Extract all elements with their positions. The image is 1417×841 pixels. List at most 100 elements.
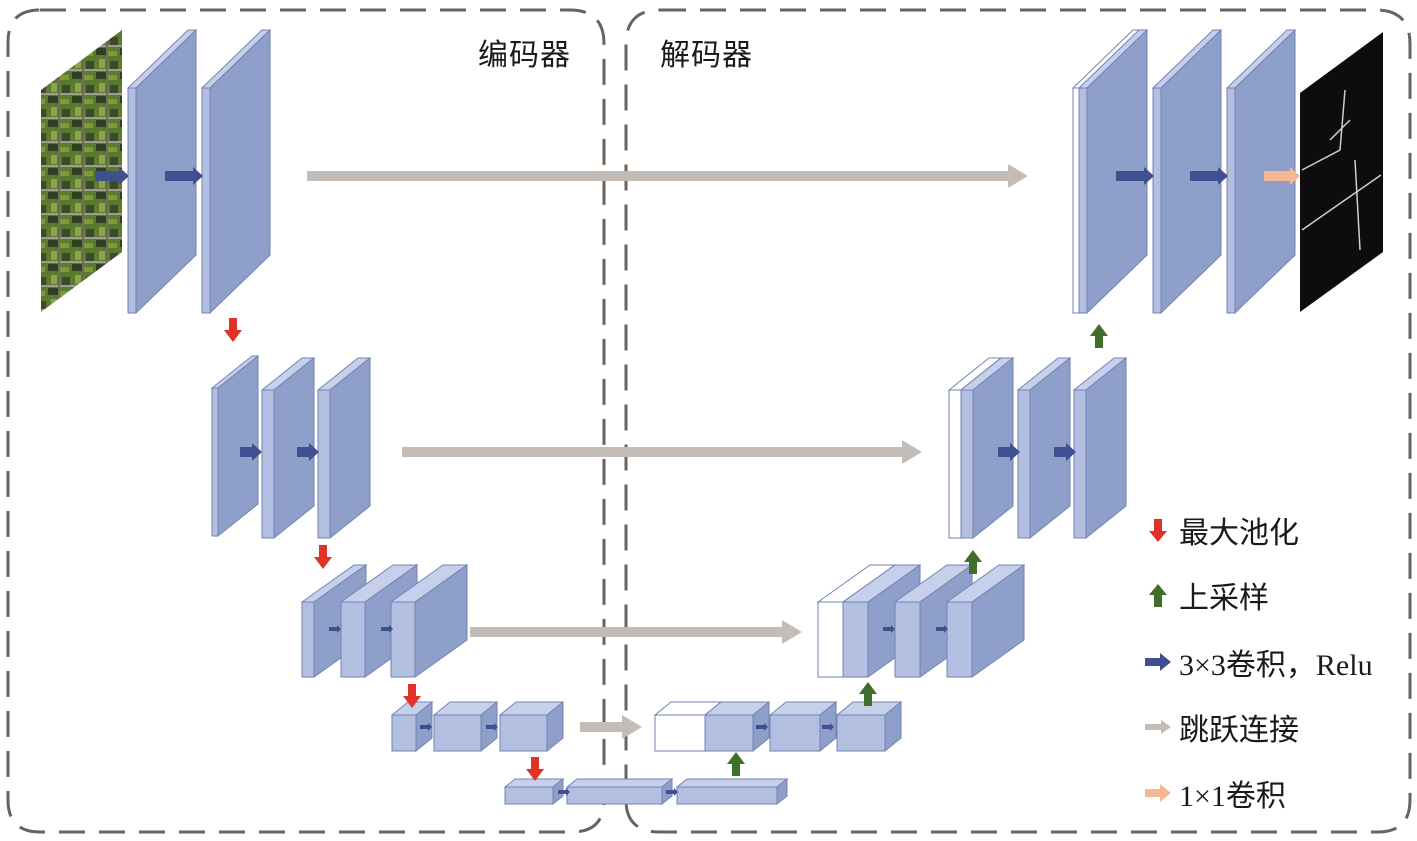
layer-front-face — [391, 714, 417, 752]
layer-side-face — [273, 356, 315, 540]
decoder-frame — [624, 8, 1412, 834]
conv-arrow-icon — [240, 443, 262, 461]
conv-arrow-icon — [936, 625, 948, 633]
encoder-title: 编码器 — [478, 38, 571, 73]
layer-top-face — [565, 778, 674, 788]
encoder-layer — [210, 354, 260, 538]
bottleneck-layer — [503, 777, 565, 806]
layer-front-face — [836, 714, 886, 752]
layer-side-face — [1029, 356, 1071, 540]
decoder-concat-layer — [653, 700, 723, 753]
skip-connection-arrow — [470, 620, 802, 644]
layer-front-face — [894, 601, 921, 678]
layer-front-face — [211, 387, 219, 537]
gray-right-arrow-icon — [1145, 712, 1171, 742]
encoder-layer — [200, 28, 272, 315]
layer-front-face — [340, 601, 366, 678]
layer-front-face — [769, 714, 821, 752]
output-road-lines — [1301, 89, 1382, 251]
layer-side-face — [884, 700, 902, 753]
layer-front-face — [201, 87, 211, 314]
conv-arrow-icon — [883, 625, 895, 633]
layer-front-face — [301, 601, 315, 678]
bottleneck-layer — [675, 777, 789, 806]
conv-arrow-icon — [381, 625, 393, 633]
layer-front-face — [960, 389, 974, 539]
layer-front-face — [842, 601, 869, 678]
layer-front-face — [499, 714, 548, 752]
layer-front-face — [1152, 87, 1162, 314]
upsample-arrow-icon — [727, 752, 745, 776]
encoder-layer — [316, 356, 372, 540]
decoder-layer — [945, 564, 1026, 678]
conv-arrow-icon — [1116, 167, 1154, 185]
encoder-layer — [260, 356, 316, 540]
layer-side-face — [209, 28, 271, 315]
layer-side-face — [971, 564, 1025, 678]
max-pool-arrow-icon — [314, 545, 332, 569]
red-down-arrow-icon — [1145, 515, 1171, 545]
input-image — [41, 30, 122, 312]
layer-front-face — [1017, 389, 1031, 539]
encoder-layer — [389, 564, 469, 678]
conv-arrow-icon — [297, 443, 319, 461]
layer-front-face — [704, 714, 754, 752]
decoder-layer — [1072, 356, 1128, 540]
legend-item-conv3x3: 3×3卷积，Relu — [1145, 642, 1373, 682]
blue-right-arrow-icon — [1145, 647, 1171, 677]
layer-side-face — [329, 356, 371, 540]
skip-connection-arrow — [580, 715, 642, 739]
layer-front-face — [390, 601, 416, 678]
layer-side-face — [1085, 356, 1127, 540]
layer-front-face — [504, 786, 554, 805]
layer-front-face — [1078, 87, 1088, 314]
layer-side-face — [776, 777, 788, 806]
legend-item-upsample: 上采样 — [1145, 575, 1269, 615]
conv-arrow-icon — [486, 723, 498, 731]
skip-connection-arrow — [307, 164, 1028, 188]
conv-arrow-icon — [420, 723, 432, 731]
conv-arrow-icon — [666, 788, 678, 796]
layer-side-face — [217, 354, 259, 538]
conv-arrow-icon — [165, 167, 203, 185]
layer-front-face — [433, 714, 482, 752]
legend-item-conv1x1: 1×1卷积 — [1145, 773, 1286, 813]
output-image — [1300, 32, 1383, 312]
conv-arrow-icon — [1190, 167, 1228, 185]
max-pool-arrow-icon — [403, 684, 421, 708]
layer-front-face — [654, 714, 706, 752]
layer-side-face — [414, 564, 468, 678]
layer-front-face — [946, 601, 973, 678]
conv-arrow-icon — [329, 625, 341, 633]
upsample-arrow-icon — [859, 682, 877, 706]
max-pool-arrow-icon — [224, 318, 242, 342]
legend-item-skip-connection: 跳跃连接 — [1145, 707, 1299, 747]
layer-front-face — [1073, 389, 1087, 539]
legend-label: 上采样 — [1179, 582, 1269, 615]
bottleneck-layer — [565, 777, 674, 806]
green-up-arrow-icon — [1145, 580, 1171, 610]
orange-right-arrow-icon — [1145, 778, 1171, 808]
conv-arrow-icon — [558, 788, 570, 796]
max-pool-arrow-icon — [526, 757, 544, 781]
conv1x1-arrow-icon — [1264, 167, 1300, 185]
conv-arrow-icon — [756, 723, 768, 731]
conv-arrow-icon — [998, 443, 1020, 461]
encoder-layer — [432, 700, 499, 753]
upsample-arrow-icon — [964, 550, 982, 574]
legend-label: 跳跃连接 — [1179, 714, 1299, 747]
decoder-layer — [835, 700, 903, 753]
upsample-arrow-icon — [1090, 324, 1108, 348]
layer-front-face — [1226, 87, 1236, 314]
layer-front-face — [261, 389, 275, 539]
layer-front-face — [317, 389, 331, 539]
conv-arrow-icon — [1054, 443, 1076, 461]
encoder-frame — [6, 8, 606, 834]
layer-front-face — [566, 786, 663, 805]
skip-connection-arrow — [402, 440, 922, 464]
decoder-layer — [1016, 356, 1072, 540]
legend-label: 1×1卷积 — [1179, 780, 1286, 813]
encoder-layer — [498, 700, 565, 753]
legend-item-max-pooling: 最大池化 — [1145, 510, 1299, 550]
conv-arrow-icon — [95, 167, 129, 185]
